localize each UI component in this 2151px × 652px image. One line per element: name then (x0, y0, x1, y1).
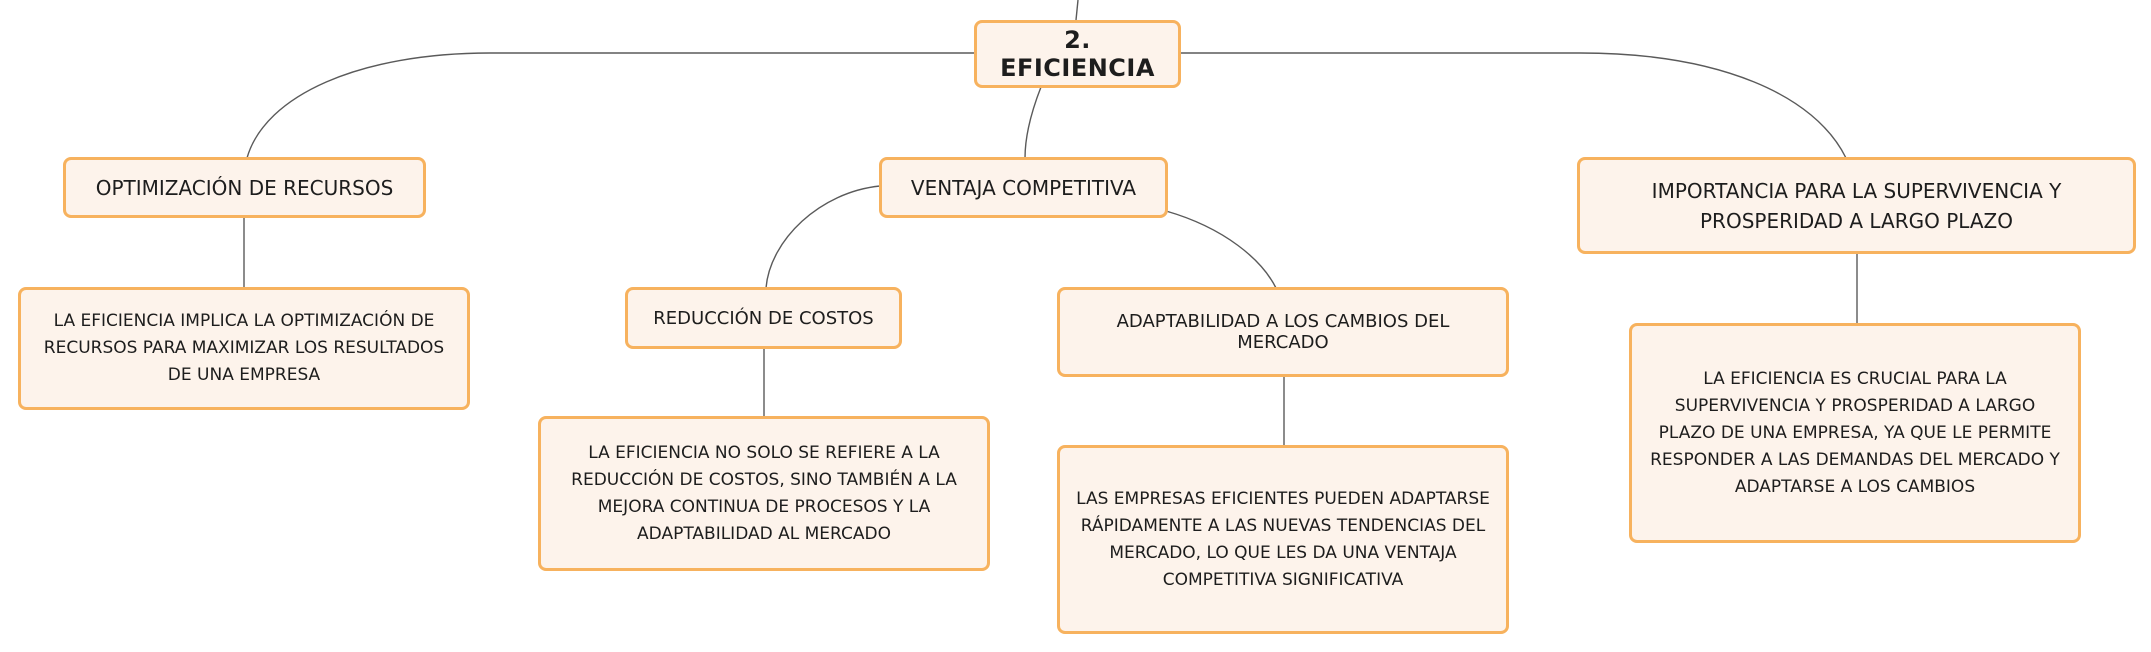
detail-importancia-node[interactable]: LA EFICIENCIA ES CRUCIAL PARA LA SUPERVI… (1629, 323, 2081, 543)
branch-ventaja-label: VENTAJA COMPETITIVA (910, 175, 1137, 200)
branch-optimizacion-node[interactable]: OPTIMIZACIÓN DE RECURSOS (63, 157, 426, 218)
connector-root-to-ventaja (1024, 86, 1042, 159)
root-node[interactable]: 2. EFICIENCIA (974, 20, 1181, 88)
sub-reduccion-label: REDUCCIÓN DE COSTOS (653, 307, 874, 329)
connector-root-to-importancia (1180, 52, 1847, 159)
detail-optimizacion-text: LA EFICIENCIA IMPLICA LA OPTIMIZACIÓN DE… (43, 311, 445, 385)
connector-ventaja-to-reduccion (765, 185, 881, 289)
connector-root-to-optimizacion (246, 52, 975, 159)
branch-optimizacion-label: OPTIMIZACIÓN DE RECURSOS (95, 175, 394, 200)
connector-parent-to-root (1075, 0, 1079, 21)
sub-adaptabilidad-node[interactable]: ADAPTABILIDAD A LOS CAMBIOS DEL MERCADO (1057, 287, 1509, 377)
root-node-label: 2. EFICIENCIA (1000, 26, 1155, 82)
connector-ventaja-to-adaptabilidad (1165, 210, 1277, 289)
branch-importancia-label: IMPORTANCIA PARA LA SUPERVIVENCIA Y PROS… (1651, 178, 2062, 233)
sub-adaptabilidad-label: ADAPTABILIDAD A LOS CAMBIOS DEL MERCADO (1116, 311, 1450, 353)
detail-optimizacion-node[interactable]: LA EFICIENCIA IMPLICA LA OPTIMIZACIÓN DE… (18, 287, 470, 410)
branch-importancia-node[interactable]: IMPORTANCIA PARA LA SUPERVIVENCIA Y PROS… (1577, 157, 2136, 254)
detail-reduccion-node[interactable]: LA EFICIENCIA NO SOLO SE REFIERE A LA RE… (538, 416, 990, 571)
sub-reduccion-node[interactable]: REDUCCIÓN DE COSTOS (625, 287, 902, 349)
detail-adaptabilidad-text: LAS EMPRESAS EFICIENTES PUEDEN ADAPTARSE… (1076, 488, 1490, 590)
detail-adaptabilidad-node[interactable]: LAS EMPRESAS EFICIENTES PUEDEN ADAPTARSE… (1057, 445, 1509, 634)
detail-reduccion-text: LA EFICIENCIA NO SOLO SE REFIERE A LA RE… (571, 442, 957, 544)
branch-ventaja-node[interactable]: VENTAJA COMPETITIVA (879, 157, 1168, 218)
detail-importancia-text: LA EFICIENCIA ES CRUCIAL PARA LA SUPERVI… (1650, 368, 2060, 497)
